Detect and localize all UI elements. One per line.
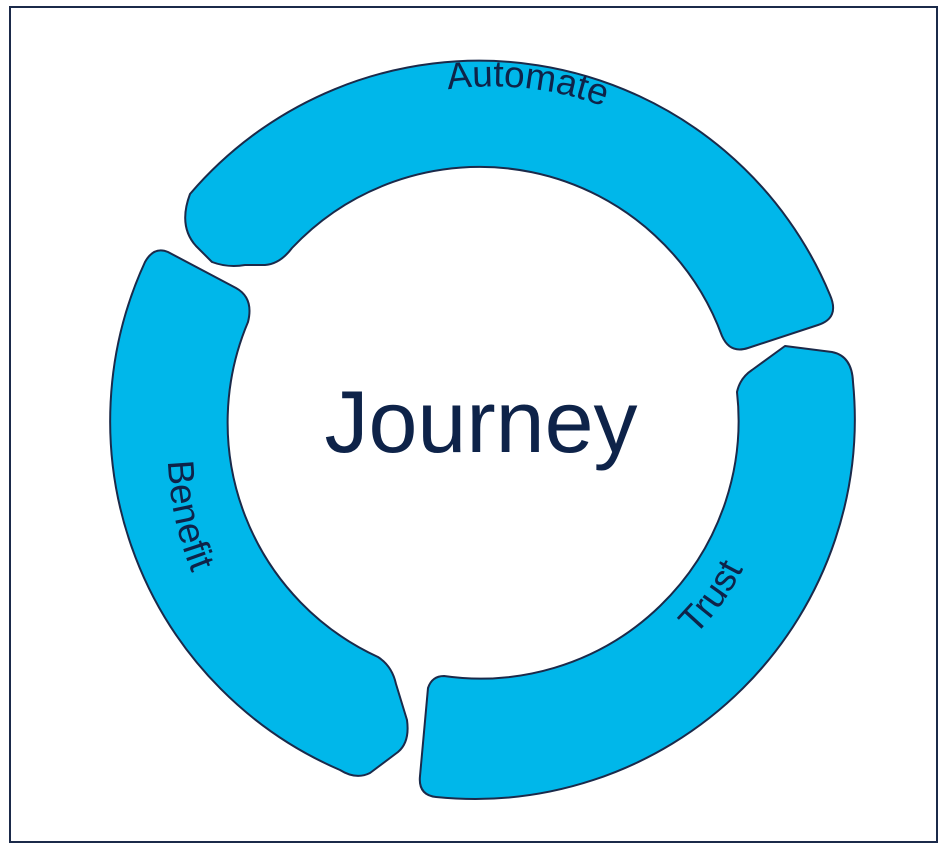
segment-benefit[interactable] [109, 249, 409, 777]
center-label: Journey [324, 372, 637, 471]
segment-automate[interactable] [184, 59, 834, 351]
segment-trust[interactable] [418, 345, 856, 800]
